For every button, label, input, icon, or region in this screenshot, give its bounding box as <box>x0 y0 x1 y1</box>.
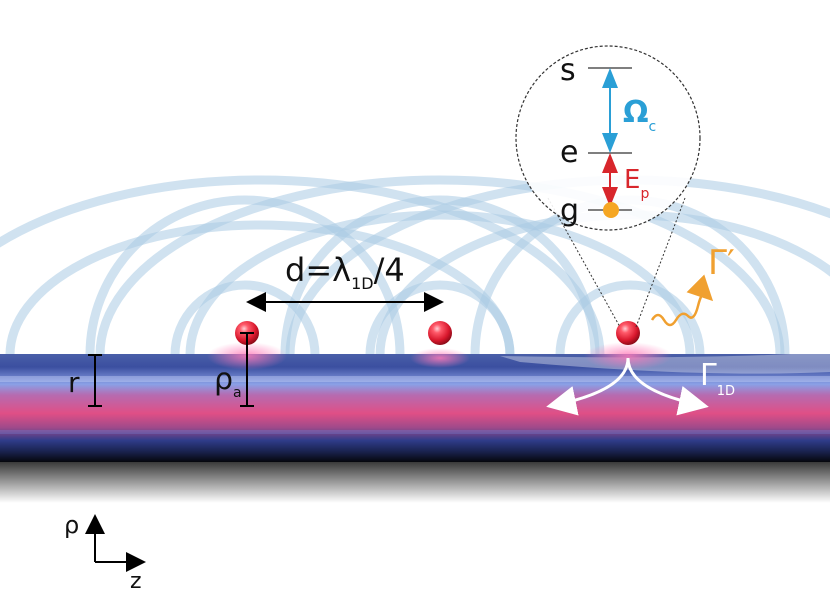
coordinate-axes <box>85 514 146 572</box>
level-s-label: s <box>560 53 576 88</box>
probe-label: Ep <box>624 165 649 202</box>
level-g-label: g <box>560 193 579 228</box>
radius-bracket <box>88 354 102 407</box>
zoom-lines <box>547 197 686 328</box>
level-e-label: e <box>560 135 578 170</box>
guided-emission-arrows <box>546 357 709 416</box>
atoms <box>207 321 672 370</box>
radius-label: r <box>68 366 80 399</box>
spacing-label: d=λ1D/4 <box>285 251 405 293</box>
coupling-label: Ωc <box>623 95 656 135</box>
ground-state-population <box>603 202 619 218</box>
atom-glow <box>584 342 672 370</box>
gamma-1d-label: Γ1D <box>700 358 735 399</box>
atom-3 <box>616 321 640 345</box>
atom-2 <box>428 321 452 345</box>
atom-glow <box>410 348 470 368</box>
rho-a-bracket <box>240 332 254 407</box>
level-diagram-inset <box>515 45 701 231</box>
rho-a-label: ρa <box>214 362 242 401</box>
wave-arcs <box>0 175 830 356</box>
axis-rho-label: ρ <box>64 511 79 539</box>
free-space-emission-arrow <box>650 274 714 327</box>
gamma-prime-label: Γ′ <box>708 243 735 283</box>
axis-z-label: z <box>130 569 142 594</box>
